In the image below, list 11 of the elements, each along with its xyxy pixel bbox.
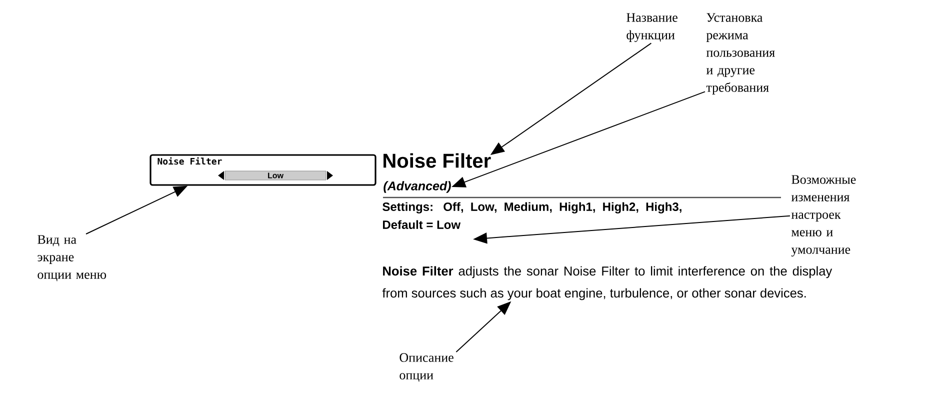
- menu-title: Noise Filter: [158, 157, 222, 165]
- annotation-label: Вид на экране опции меню: [38, 235, 106, 282]
- feature-title: Noise Filter: [384, 153, 491, 168]
- mode-text: (Advanced): [384, 181, 451, 193]
- slider: Low: [218, 170, 333, 180]
- annotation-label: Название функции: [626, 13, 678, 42]
- settings-text: Settings: Off, Low, Medium, High1, High2, High3, Default = Low: [382, 202, 682, 229]
- annotation-label: Описание опции: [400, 353, 454, 382]
- description-text: Noise Filter adjusts the sonar Noise Filter to limit interference on the display from sources such as your boat engine, turbulence, or other sonar devices.: [382, 266, 832, 300]
- annotation-label: Установка режима пользования и другие требования: [706, 13, 775, 94]
- annotation-label: Возможные изменения настроек меню и умолчание: [791, 175, 856, 256]
